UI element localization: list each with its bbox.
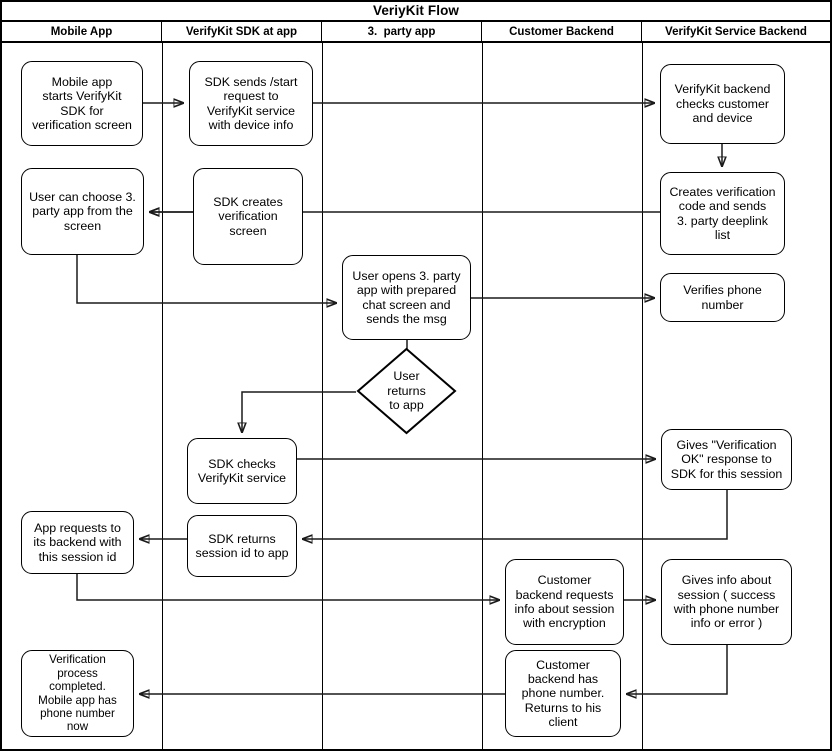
lane-header-row: Mobile App VerifyKit SDK at app 3. party…: [2, 22, 830, 43]
node-sdk-checks-verifykit-service[interactable]: SDK checks VerifyKit service: [187, 438, 297, 504]
edge-n11-n13: [303, 490, 728, 539]
node-user-returns-to-app-decision[interactable]: User returns to app: [356, 347, 457, 435]
node-sdk-returns-session-id[interactable]: SDK returns session id to app: [187, 515, 297, 577]
node-customer-backend-has-phone-number[interactable]: Customer backend has phone number. Retur…: [505, 650, 621, 737]
lane-header-label: VerifyKit Service Backend: [665, 25, 807, 38]
lane-divider-3: [482, 43, 483, 749]
lane-header-third-party-app: 3. party app: [322, 22, 482, 41]
lane-header-label: 3. party app: [367, 25, 436, 38]
node-verifies-phone-number[interactable]: Verifies phone number: [660, 273, 785, 322]
diamond-shape: [356, 347, 457, 435]
node-mobile-app-starts-sdk[interactable]: Mobile app starts VerifyKit SDK for veri…: [21, 61, 143, 146]
node-user-opens-third-party-app[interactable]: User opens 3. party app with prepared ch…: [342, 255, 471, 340]
node-verification-process-completed[interactable]: Verification process completed. Mobile a…: [21, 650, 134, 737]
edge-n12-n14: [76, 574, 499, 600]
node-sdk-creates-verification-screen[interactable]: SDK creates verification screen: [193, 168, 303, 265]
node-gives-verification-ok-response[interactable]: Gives "Verification OK" response to SDK …: [661, 429, 792, 490]
lane-header-customer-backend: Customer Backend: [482, 22, 642, 41]
lane-header-mobile-app: Mobile App: [2, 22, 162, 41]
lane-header-verifykit-sdk: VerifyKit SDK at app: [162, 22, 322, 41]
diagram-title: VeriyKit Flow: [372, 3, 460, 19]
lane-header-label: Customer Backend: [509, 25, 614, 38]
edge-n9-n10: [242, 391, 356, 432]
lane-divider-1: [162, 43, 163, 749]
lane-divider-2: [322, 43, 323, 749]
lane-header-verifykit-service-backend: VerifyKit Service Backend: [642, 22, 830, 41]
node-gives-info-about-session[interactable]: Gives info about session ( success with …: [661, 559, 792, 645]
diagram-title-bar: VeriyKit Flow: [2, 2, 830, 22]
node-sdk-sends-start-request[interactable]: SDK sends /start request to VerifyKit se…: [189, 61, 313, 146]
node-customer-backend-requests-info[interactable]: Customer backend requests info about ses…: [505, 559, 624, 645]
lane-header-label: Mobile App: [50, 25, 113, 38]
node-app-requests-its-backend[interactable]: App requests to its backend with this se…: [21, 511, 134, 574]
node-verifykit-backend-checks[interactable]: VerifyKit backend checks customer and de…: [660, 64, 785, 144]
node-creates-verification-code[interactable]: Creates verification code and sends 3. p…: [660, 172, 785, 255]
lane-divider-4: [642, 43, 643, 749]
lane-header-label: VerifyKit SDK at app: [185, 25, 298, 38]
node-user-can-choose-app[interactable]: User can choose 3. party app from the sc…: [21, 168, 144, 255]
